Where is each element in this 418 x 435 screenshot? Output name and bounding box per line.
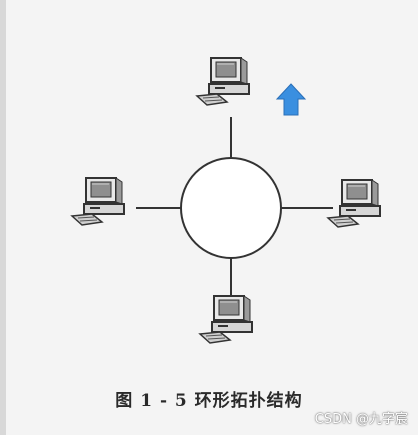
computer-left-icon — [71, 177, 125, 226]
diagram-caption: 图 1 - 5 环形拓扑结构 — [115, 391, 303, 411]
computer-right-icon — [327, 179, 381, 228]
computer-bottom-icon — [199, 295, 253, 344]
ring-circle — [180, 157, 282, 259]
up-arrow-icon — [275, 83, 307, 116]
computer-top-icon — [196, 57, 250, 106]
scan-edge — [0, 0, 6, 435]
watermark: CSDN @九字宸 — [314, 412, 408, 427]
